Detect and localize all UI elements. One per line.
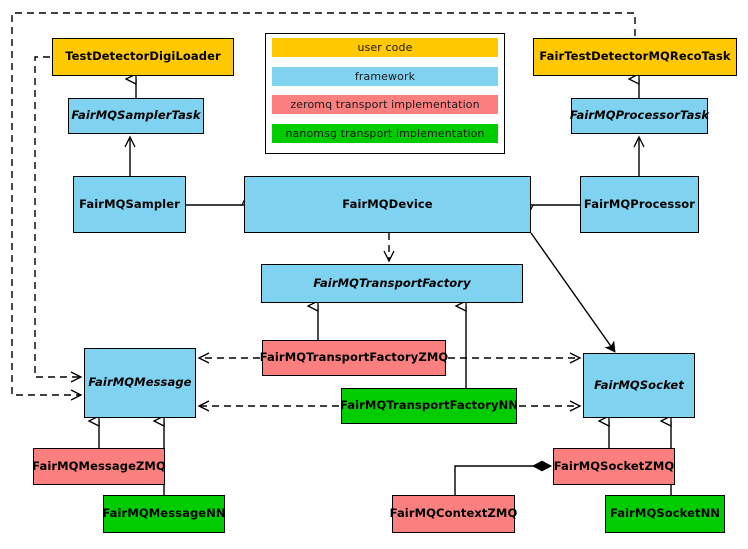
class-box-fairmqcontextzmq[interactable]: FairMQContextZMQ	[390, 495, 517, 533]
legend-item-user-code: user code	[272, 38, 498, 57]
legend-label-user-code: user code	[357, 41, 413, 54]
class-box-fairmqsocketzmq[interactable]: FairMQSocketZMQ	[553, 448, 675, 485]
edge-socketzmq-contextzmq	[454, 466, 551, 495]
legend-label-zeromq: zeromq transport implementation	[290, 98, 480, 111]
class-box-fairmqdevice[interactable]: FairMQDevice	[244, 176, 531, 233]
legend-label-nanomsg: nanomsg transport implementation	[285, 127, 485, 140]
class-box-fairmqmessagezmq[interactable]: FairMQMessageZMQ	[32, 448, 166, 485]
legend-label-framework: framework	[354, 70, 416, 83]
class-box-fairmqsampler[interactable]: FairMQSampler	[73, 176, 186, 233]
legend-item-zeromq: zeromq transport implementation	[272, 95, 498, 114]
legend-item-framework: framework	[272, 67, 498, 86]
class-box-fairtestdetectormqrecotask[interactable]: FairTestDetectorMQRecoTask	[533, 38, 737, 76]
class-box-fairmqmessage[interactable]: FairMQMessage	[84, 348, 196, 418]
class-box-fairmqsocket[interactable]: FairMQSocket	[583, 353, 695, 418]
class-box-fairmqtransportfactory[interactable]: FairMQTransportFactory	[261, 264, 523, 303]
class-box-testdetectordigiloader[interactable]: TestDetectorDigiLoader	[52, 38, 234, 76]
class-box-fairmqprocessortask[interactable]: FairMQProcessorTask	[570, 98, 709, 134]
class-box-fairmqsamplertask[interactable]: FairMQSamplerTask	[68, 98, 204, 134]
class-box-fairmqmessagenn[interactable]: FairMQMessageNN	[102, 495, 226, 533]
class-box-fairmqprocessor[interactable]: FairMQProcessor	[580, 176, 699, 233]
class-box-fairmqsocketnn[interactable]: FairMQSocketNN	[605, 495, 725, 533]
edge-device-socket	[530, 232, 616, 353]
class-box-fairmqtransportfactorynn[interactable]: FairMQTransportFactoryNN	[340, 388, 518, 424]
class-box-fairmqtransportfactoryzmq[interactable]: FairMQTransportFactoryZMQ	[260, 340, 448, 376]
legend-item-nanomsg: nanomsg transport implementation	[272, 124, 498, 143]
